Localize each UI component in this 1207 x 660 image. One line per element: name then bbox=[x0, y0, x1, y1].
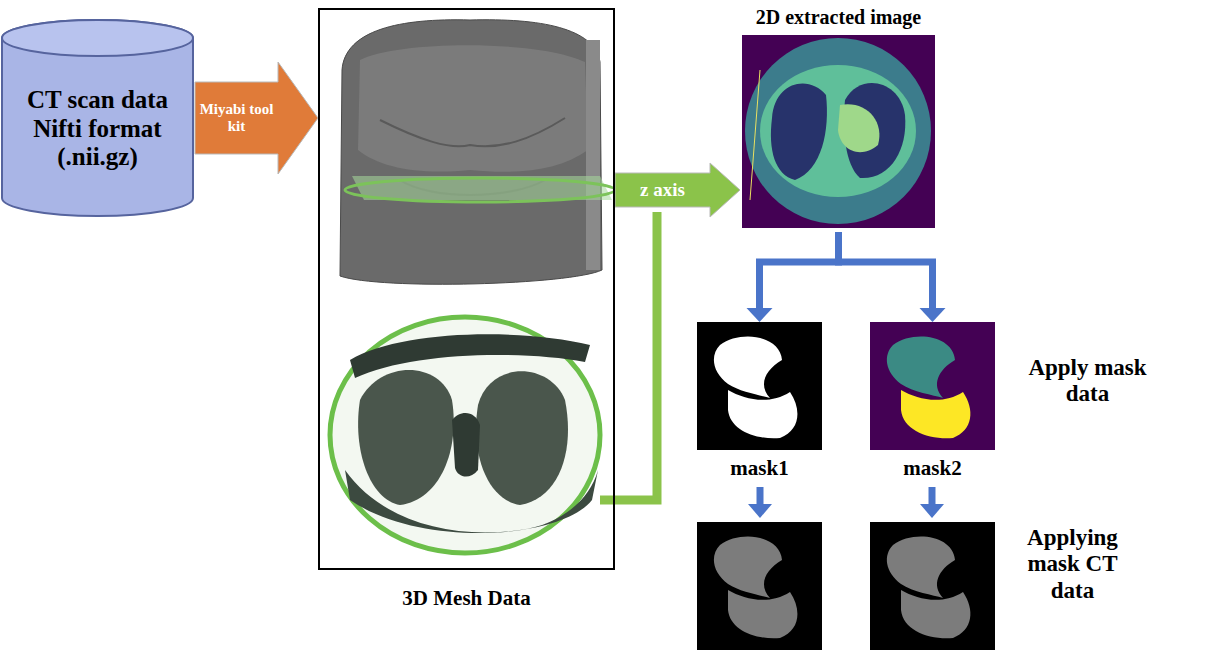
slice-view bbox=[330, 317, 600, 553]
connector bbox=[615, 163, 740, 217]
step-note: Apply mask data bbox=[1005, 355, 1170, 408]
block-arrow bbox=[195, 62, 318, 174]
ct-slice-image bbox=[742, 35, 935, 228]
arrow-label: z axis bbox=[623, 179, 703, 201]
mask-panel: mask1 bbox=[697, 322, 822, 480]
connector bbox=[747, 232, 839, 322]
step-note-wrap: Apply mask data bbox=[1005, 355, 1170, 408]
cylinder-top bbox=[2, 20, 193, 56]
mask-panel: mask2 bbox=[870, 322, 995, 480]
image-panel: 2D extracted image bbox=[740, 6, 937, 232]
step-note-wrap: Applying mask CT data bbox=[1005, 525, 1140, 604]
block-arrow bbox=[615, 163, 740, 217]
mask1-image bbox=[697, 322, 822, 450]
step-note: Applying mask CT data bbox=[1005, 525, 1140, 604]
node-label: mask2 bbox=[903, 456, 961, 480]
flow-arrow bbox=[748, 487, 944, 518]
arrow-head bbox=[920, 308, 946, 322]
arrow-label: Miyabi tool kit bbox=[200, 101, 274, 136]
split-line bbox=[839, 232, 933, 310]
masked-ct-image bbox=[697, 522, 995, 650]
connector bbox=[839, 232, 946, 322]
arrow-head bbox=[747, 308, 773, 322]
torso-mesh bbox=[340, 20, 615, 285]
split-line bbox=[760, 232, 839, 310]
cylinder-body bbox=[2, 20, 193, 216]
node-label: CT scan data Nifti format (.nii.gz) bbox=[18, 86, 178, 172]
mesh-panel: 3D Mesh Data bbox=[318, 8, 615, 570]
mask2-image bbox=[870, 322, 995, 450]
slice-link bbox=[600, 212, 657, 500]
connector bbox=[195, 62, 318, 174]
database-cylinder: CT scan data Nifti format (.nii.gz) bbox=[0, 18, 195, 218]
node-label: mask1 bbox=[730, 456, 788, 480]
node-label: 2D extracted image bbox=[756, 6, 922, 29]
node-label: 3D Mesh Data bbox=[402, 586, 530, 610]
